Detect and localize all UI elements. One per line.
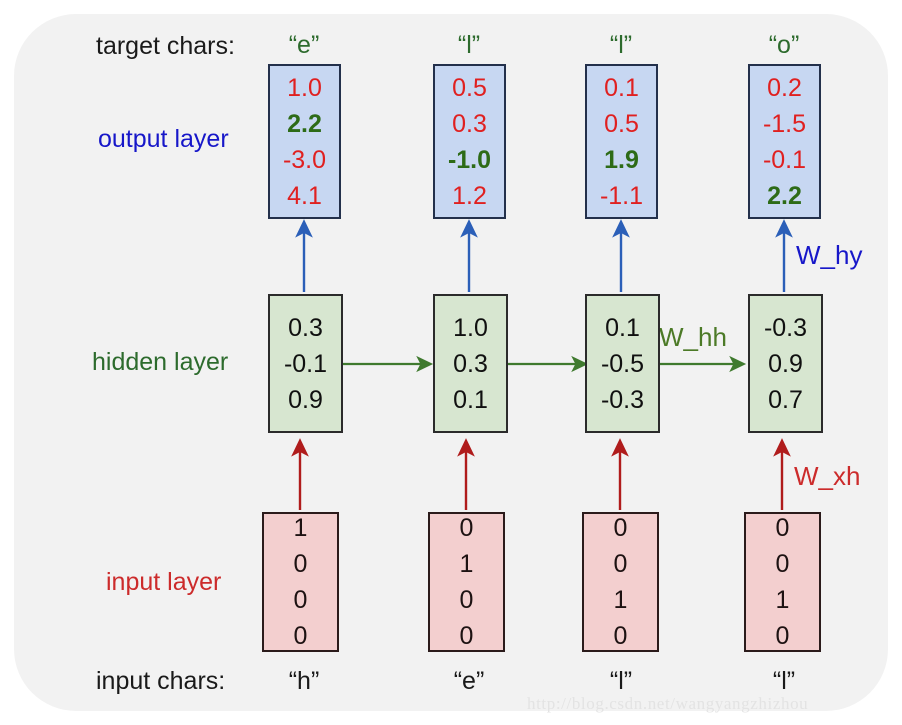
- output-value: -1.0: [447, 145, 492, 174]
- input-value: 0: [613, 550, 628, 578]
- output-value: 0.5: [604, 109, 639, 138]
- hidden-value: 0.3: [288, 313, 323, 342]
- input-value: 0: [775, 514, 790, 542]
- hidden-box-3: 0.1 -0.5 -0.3: [585, 294, 660, 433]
- hidden-box-4: -0.3 0.9 0.7: [748, 294, 823, 433]
- input-char-2: “e”: [453, 667, 485, 695]
- hidden-value: 1.0: [453, 313, 488, 342]
- input-value: 0: [459, 586, 474, 614]
- input-value: 0: [613, 622, 628, 650]
- input-value: 0: [459, 514, 474, 542]
- hidden-value: -0.3: [763, 313, 808, 342]
- input-value: 0: [775, 550, 790, 578]
- input-box-4: 0 0 1 0: [744, 512, 821, 652]
- output-box-2: 0.5 0.3 -1.0 1.2: [433, 64, 506, 219]
- hidden-value: -0.3: [600, 385, 645, 414]
- output-value: 2.2: [287, 109, 322, 138]
- target-char-4: “o”: [768, 31, 800, 59]
- watermark: http://blog.csdn.net/wangyangzhizhou: [527, 694, 809, 713]
- input-value: 0: [293, 586, 308, 614]
- input-box-1: 1 0 0 0: [262, 512, 339, 652]
- output-box-1: 1.0 2.2 -3.0 4.1: [268, 64, 341, 219]
- input-value: 1: [293, 514, 308, 542]
- hidden-value: 0.3: [453, 349, 488, 378]
- input-box-2: 0 1 0 0: [428, 512, 505, 652]
- input-value: 1: [613, 586, 628, 614]
- hidden-value: 0.1: [605, 313, 640, 342]
- output-value: 0.2: [767, 73, 802, 102]
- input-value: 1: [459, 550, 474, 578]
- input-value: 0: [613, 514, 628, 542]
- hidden-value: 0.1: [453, 385, 488, 414]
- input-chars-label: input chars:: [96, 667, 226, 695]
- output-value: 1.2: [452, 181, 487, 210]
- output-value: 1.9: [604, 145, 639, 174]
- input-box-3: 0 0 1 0: [582, 512, 659, 652]
- output-value: 1.0: [287, 73, 322, 102]
- output-layer-label: output layer: [98, 125, 229, 153]
- input-layer-label: input layer: [106, 568, 222, 596]
- output-value: 0.1: [604, 73, 639, 102]
- weight-label-w-hh: W_hh: [659, 322, 727, 352]
- target-char-2: “l”: [457, 31, 481, 59]
- hidden-layer-label: hidden layer: [92, 348, 229, 376]
- output-value: 0.5: [452, 73, 487, 102]
- output-value: -1.5: [762, 109, 807, 138]
- output-box-3: 0.1 0.5 1.9 -1.1: [585, 64, 658, 219]
- hidden-box-1: 0.3 -0.1 0.9: [268, 294, 343, 433]
- weight-label-w-hy: W_hy: [796, 240, 863, 270]
- hidden-value: 0.9: [768, 349, 803, 378]
- hidden-box-2: 1.0 0.3 0.1: [433, 294, 508, 433]
- output-value: -1.1: [599, 181, 644, 210]
- input-char-3: “l”: [609, 667, 633, 695]
- hidden-value: 0.9: [288, 385, 323, 414]
- input-value: 0: [293, 550, 308, 578]
- hidden-value: 0.7: [768, 385, 803, 414]
- input-char-1: “h”: [288, 667, 320, 695]
- target-char-3: “l”: [609, 31, 633, 59]
- input-value: 0: [293, 622, 308, 650]
- output-value: -0.1: [762, 145, 807, 174]
- output-box-4: 0.2 -1.5 -0.1 2.2: [748, 64, 821, 219]
- output-value: -3.0: [282, 145, 327, 174]
- output-value: 4.1: [287, 181, 322, 210]
- output-value: 2.2: [767, 181, 802, 210]
- input-char-4: “l”: [772, 667, 796, 695]
- output-value: 0.3: [452, 109, 487, 138]
- input-value: 0: [775, 622, 790, 650]
- input-value: 1: [775, 586, 790, 614]
- target-char-1: “e”: [288, 31, 320, 59]
- input-value: 0: [459, 622, 474, 650]
- target-chars-label: target chars:: [96, 32, 235, 60]
- hidden-value: -0.5: [600, 349, 645, 378]
- weight-label-w-xh: W_xh: [794, 461, 861, 491]
- hidden-value: -0.1: [283, 349, 328, 378]
